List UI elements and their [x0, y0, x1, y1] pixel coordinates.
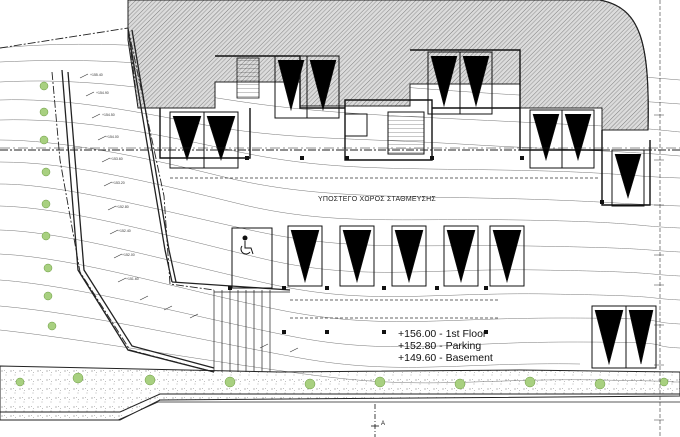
parking-stalls-upper: [169, 51, 645, 207]
section-marker-label: A: [381, 421, 386, 427]
spot-levels: [79, 73, 299, 353]
level-label-parking: +152.80 - Parking: [398, 340, 482, 352]
level-label-first-floor: +156.00 - 1st Floor: [398, 328, 487, 340]
parking-stalls-lower: [231, 225, 657, 369]
stair-core: [387, 111, 425, 155]
svg-text:+154.90: +154.90: [96, 91, 109, 95]
svg-text:+152.40: +152.40: [118, 229, 131, 233]
stall-diagonals-lower: [290, 229, 654, 366]
accessible-parking-icon: [240, 235, 254, 255]
stall-diagonals-upper: [172, 55, 642, 200]
parking-area-title: ΥΠΟΣΤΕΓΟ ΧΩΡΟΣ ΣΤΑΘΜΕΥΣΗΣ: [318, 196, 436, 203]
svg-text:+153.20: +153.20: [112, 181, 125, 185]
svg-text:+151.60: +151.60: [126, 277, 139, 281]
ramp: [213, 290, 290, 372]
svg-text:+153.60: +153.60: [110, 157, 123, 161]
svg-text:+154.00: +154.00: [106, 135, 119, 139]
tree-row-bottom: [15, 372, 669, 390]
columns: [228, 156, 604, 334]
svg-text:+155.40: +155.40: [90, 73, 103, 77]
svg-text:+152.00: +152.00: [122, 253, 135, 257]
right-grid-markers: [654, 0, 664, 437]
section-line-a: [371, 404, 379, 437]
tree-row-left: [39, 81, 57, 331]
svg-text:+154.50: +154.50: [102, 113, 115, 117]
level-label-basement: +149.60 - Basement: [398, 352, 493, 364]
svg-text:+152.80: +152.80: [116, 205, 129, 209]
